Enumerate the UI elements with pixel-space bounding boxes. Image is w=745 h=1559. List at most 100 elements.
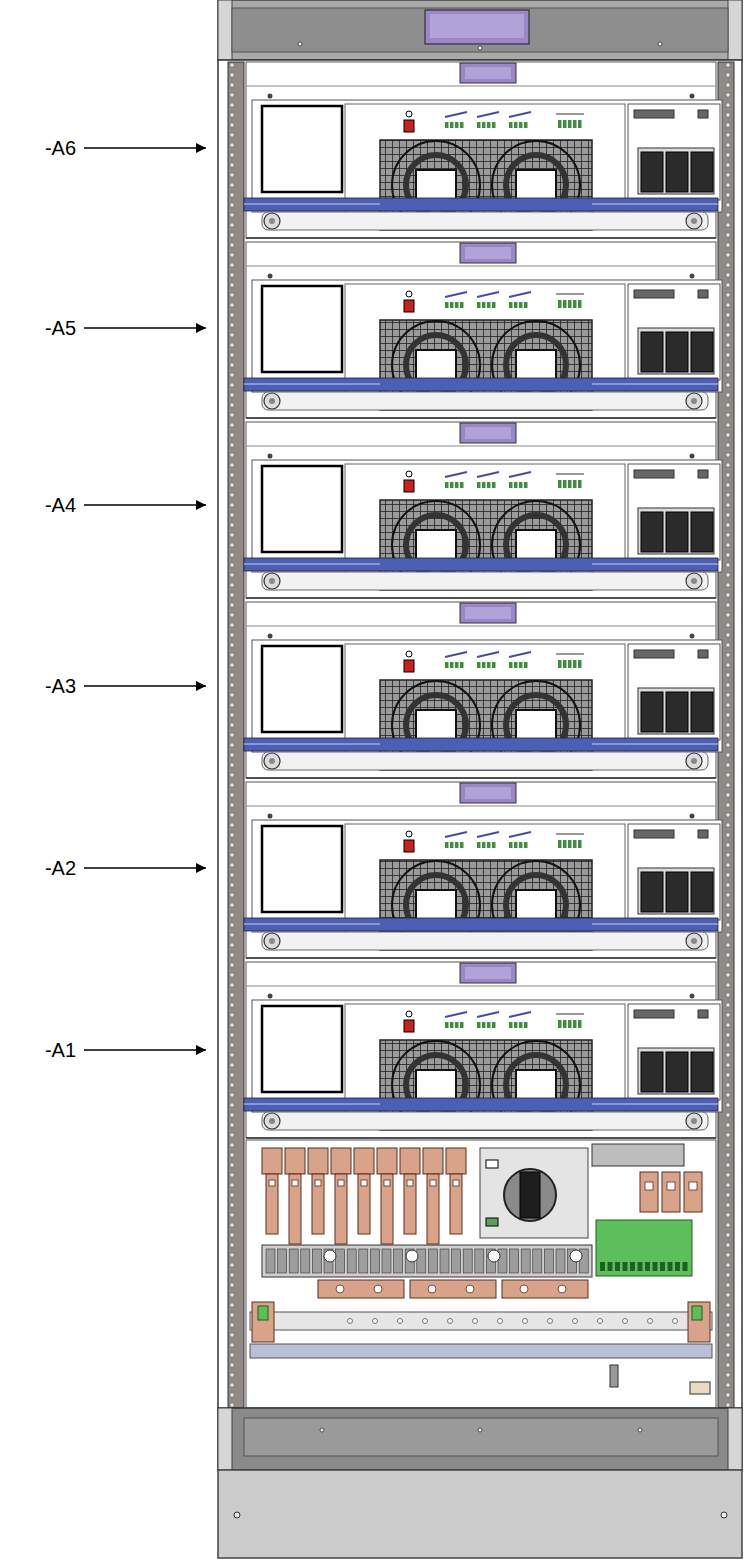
distribution-panel	[246, 1140, 716, 1408]
control-board	[596, 1220, 692, 1276]
terminal	[359, 1249, 368, 1273]
fan-hub	[516, 710, 556, 742]
module-tab-inner	[465, 67, 511, 79]
copper-busbar	[312, 1174, 324, 1234]
breaker-switch	[666, 872, 688, 912]
led	[573, 300, 577, 308]
strip-line	[592, 564, 718, 565]
rectifier-module	[244, 62, 722, 238]
strip-line	[244, 564, 380, 565]
display-window	[262, 646, 342, 732]
breaker-frame	[638, 868, 714, 914]
terminal	[510, 1249, 519, 1273]
led	[482, 482, 486, 488]
breaker-frame	[638, 328, 714, 374]
terminal	[278, 1249, 287, 1273]
breaker-switch	[666, 512, 688, 552]
led	[558, 660, 562, 668]
power-symbol	[406, 111, 412, 117]
power-symbol	[406, 651, 412, 657]
led	[558, 120, 562, 128]
screw-symbol	[264, 1113, 280, 1129]
copper-busbar	[377, 1148, 397, 1174]
breaker-area	[628, 284, 720, 380]
module-body	[246, 242, 716, 418]
connector	[634, 650, 674, 658]
callout-label: -A2	[45, 858, 76, 878]
terminal	[475, 1249, 484, 1273]
module-body	[246, 422, 716, 598]
screw-symbol	[269, 398, 275, 404]
module-body	[246, 62, 716, 238]
status-bar	[477, 652, 499, 657]
screw-symbol	[268, 94, 273, 99]
ground-terminal	[258, 1306, 268, 1320]
screw-symbol	[691, 398, 697, 404]
leader-arrow	[84, 867, 206, 869]
screw-symbol	[691, 1118, 697, 1124]
led	[578, 840, 582, 848]
breaker-frame	[638, 688, 714, 734]
screw-symbol	[686, 1113, 702, 1129]
breaker-switch	[641, 152, 663, 192]
status-bar	[445, 292, 467, 297]
handle-bar	[262, 1112, 708, 1130]
plinth	[218, 1470, 742, 1558]
terminal	[428, 1249, 437, 1273]
screw-symbol	[478, 46, 482, 50]
led	[460, 1022, 464, 1028]
led	[482, 302, 486, 308]
copper-busbar	[423, 1148, 443, 1174]
led	[482, 1022, 486, 1028]
led-bracket	[556, 1014, 584, 1015]
copper-busbar	[410, 1280, 496, 1298]
cap-corner	[728, 0, 742, 60]
busbar-hole	[453, 1180, 459, 1186]
copper-busbar	[318, 1280, 404, 1298]
busbar-hole	[315, 1180, 321, 1186]
cabinet-frame	[218, 60, 742, 1410]
module-edge	[246, 266, 716, 267]
terminal	[521, 1249, 530, 1273]
module-tab	[460, 63, 516, 83]
power-switch	[404, 1020, 414, 1032]
fan-hub	[516, 170, 556, 202]
screw-symbol	[691, 758, 697, 764]
screw-symbol	[264, 213, 280, 229]
led	[519, 662, 523, 668]
breaker-switch	[666, 332, 688, 372]
module-separator	[246, 777, 716, 779]
breaker-switch	[691, 692, 713, 732]
screw-symbol	[320, 1428, 324, 1432]
distribution-section	[246, 1140, 716, 1408]
led	[568, 660, 572, 668]
led	[578, 300, 582, 308]
switch-handle	[520, 1172, 540, 1218]
rail-hole	[623, 1319, 628, 1324]
led	[558, 840, 562, 848]
display-window	[262, 286, 342, 372]
copper-busbar	[266, 1174, 278, 1234]
terminal	[452, 1249, 461, 1273]
led	[573, 120, 577, 128]
busbar-hole	[374, 1285, 382, 1293]
led	[455, 1022, 459, 1028]
module-separator	[246, 597, 716, 599]
connector	[698, 290, 708, 298]
copper-busbar	[381, 1174, 393, 1244]
base-frame	[218, 1408, 742, 1470]
led	[563, 480, 567, 488]
led	[519, 1022, 523, 1028]
connector	[698, 470, 708, 478]
breaker-frame	[638, 508, 714, 554]
fan-hub	[516, 350, 556, 382]
copper-busbar	[662, 1172, 680, 1212]
led	[509, 302, 513, 308]
rectifier-module	[244, 242, 722, 418]
board-pin	[615, 1262, 620, 1271]
led	[524, 482, 528, 488]
led	[578, 1020, 582, 1028]
breaker-switch	[691, 1052, 713, 1092]
led	[578, 660, 582, 668]
breaker-frame	[638, 1048, 714, 1094]
